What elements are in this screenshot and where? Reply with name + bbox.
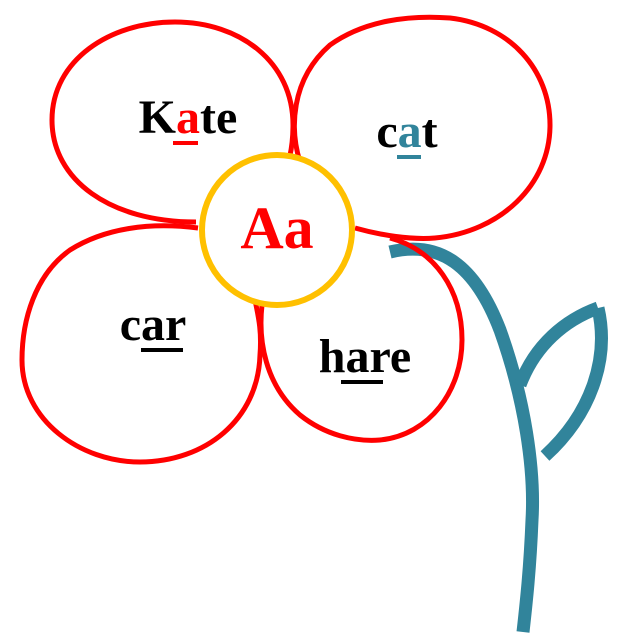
word-car: car	[120, 298, 187, 351]
flower-center	[199, 152, 355, 308]
petal-bottom-right	[258, 235, 465, 443]
word-kate-after: te	[200, 91, 237, 144]
petal-bottom-left	[19, 223, 263, 465]
word-cat-before: c	[376, 105, 397, 158]
word-kate-before: K	[139, 91, 176, 144]
word-hare-focus: ar	[345, 330, 390, 383]
word-hare-after: e	[390, 330, 411, 383]
petals	[19, 14, 553, 465]
stem-group	[388, 242, 608, 633]
word-cat: cat	[376, 105, 437, 158]
word-cat-after: t	[422, 105, 438, 158]
word-car-before: c	[120, 298, 141, 351]
stem	[388, 242, 539, 633]
center-label: Aa	[240, 195, 313, 261]
word-cat-focus: a	[398, 105, 422, 158]
word-hare-before: h	[319, 330, 346, 383]
leaf-outer	[513, 301, 601, 388]
word-hare: hare	[319, 330, 411, 383]
word-kate-focus: a	[176, 91, 200, 144]
word-kate: Kate	[139, 91, 238, 144]
leaf-inner	[540, 306, 608, 461]
petal-top-right	[291, 14, 553, 241]
word-car-focus: ar	[141, 298, 186, 351]
